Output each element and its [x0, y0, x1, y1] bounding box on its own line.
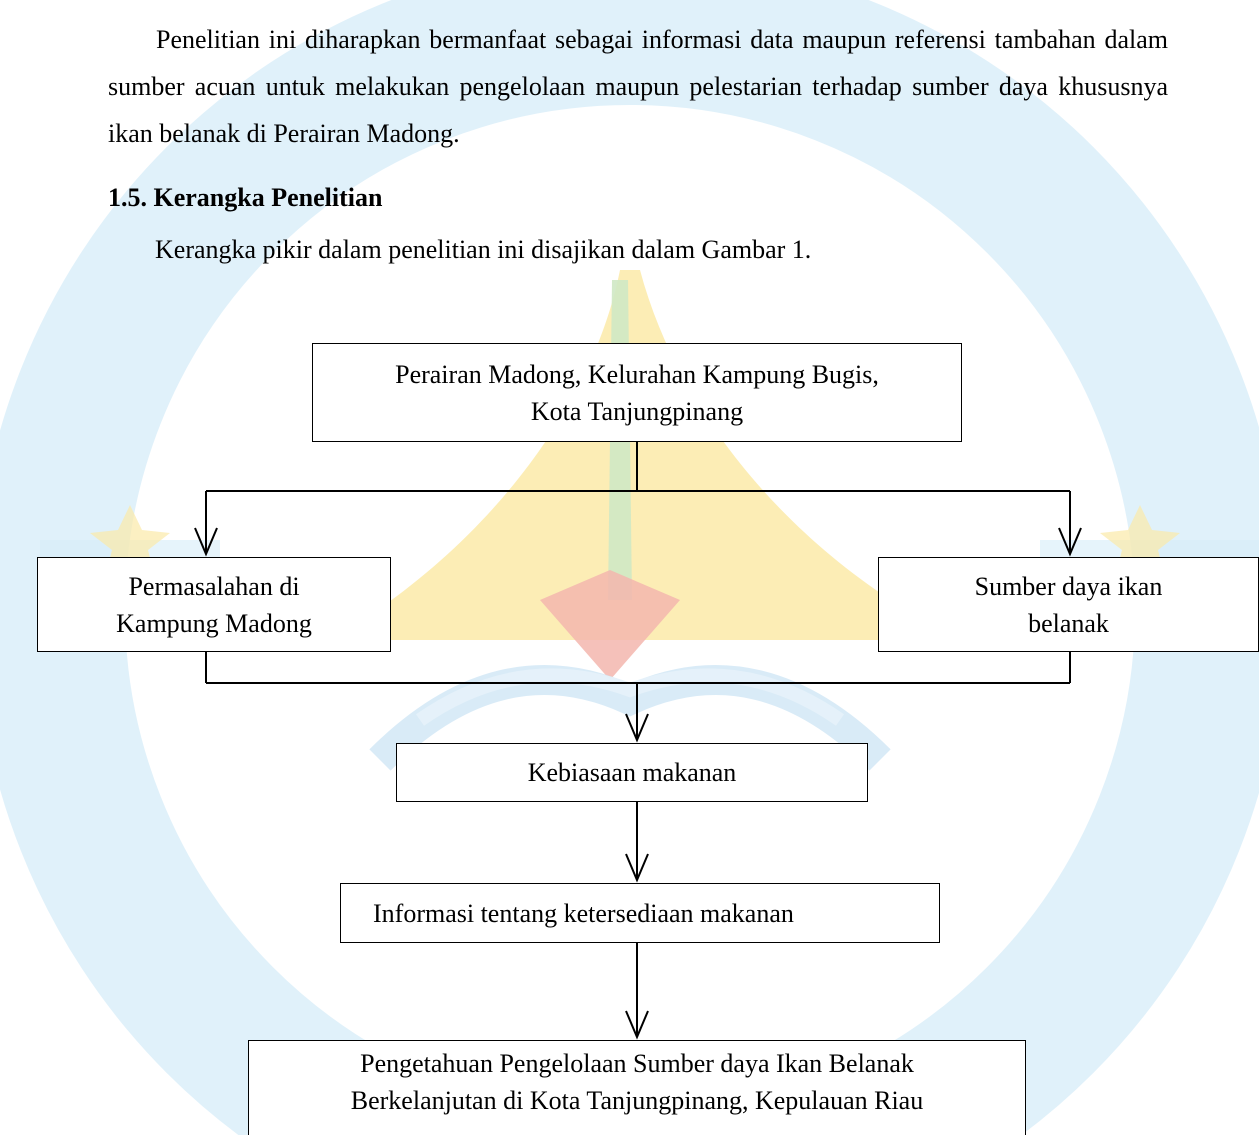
body-paragraph: Penelitian ini diharapkan bermanfaat seb…: [108, 25, 1168, 148]
flow-box-text: Perairan Madong, Kelurahan Kampung Bugis…: [395, 359, 879, 389]
flow-box-permasalahan: Permasalahan di Kampung Madong: [37, 557, 391, 652]
flow-box-text: Berkelanjutan di Kota Tanjungpinang, Kep…: [350, 1086, 924, 1115]
flow-box-text: Sumber daya ikan: [974, 571, 1163, 601]
flow-box-text: Pengetahuan Pengelolaan Sumber daya Ikan…: [360, 1049, 914, 1078]
flow-box-pengetahuan: Pengetahuan Pengelolaan Sumber daya Ikan…: [248, 1040, 1026, 1135]
flow-box-perairan-madong: Perairan Madong, Kelurahan Kampung Bugis…: [312, 343, 962, 442]
flow-box-kebiasaan-makanan: Kebiasaan makanan: [396, 743, 868, 802]
flow-box-text: Permasalahan di: [128, 571, 300, 601]
flow-box-sumber-daya: Sumber daya ikan belanak: [878, 557, 1259, 652]
flow-box-text: belanak: [1028, 608, 1109, 638]
flow-box-text: Kampung Madong: [116, 608, 312, 638]
flow-box-informasi: Informasi tentang ketersediaan makanan: [340, 883, 940, 943]
flow-box-text: Kebiasaan makanan: [527, 758, 737, 787]
flow-box-text: Informasi tentang ketersediaan makanan: [373, 898, 794, 928]
flow-box-text: Kota Tanjungpinang: [530, 396, 744, 426]
section-intro: Kerangka pikir dalam penelitian ini disa…: [155, 235, 812, 264]
section-heading: 1.5. Kerangka Penelitian: [108, 183, 383, 212]
